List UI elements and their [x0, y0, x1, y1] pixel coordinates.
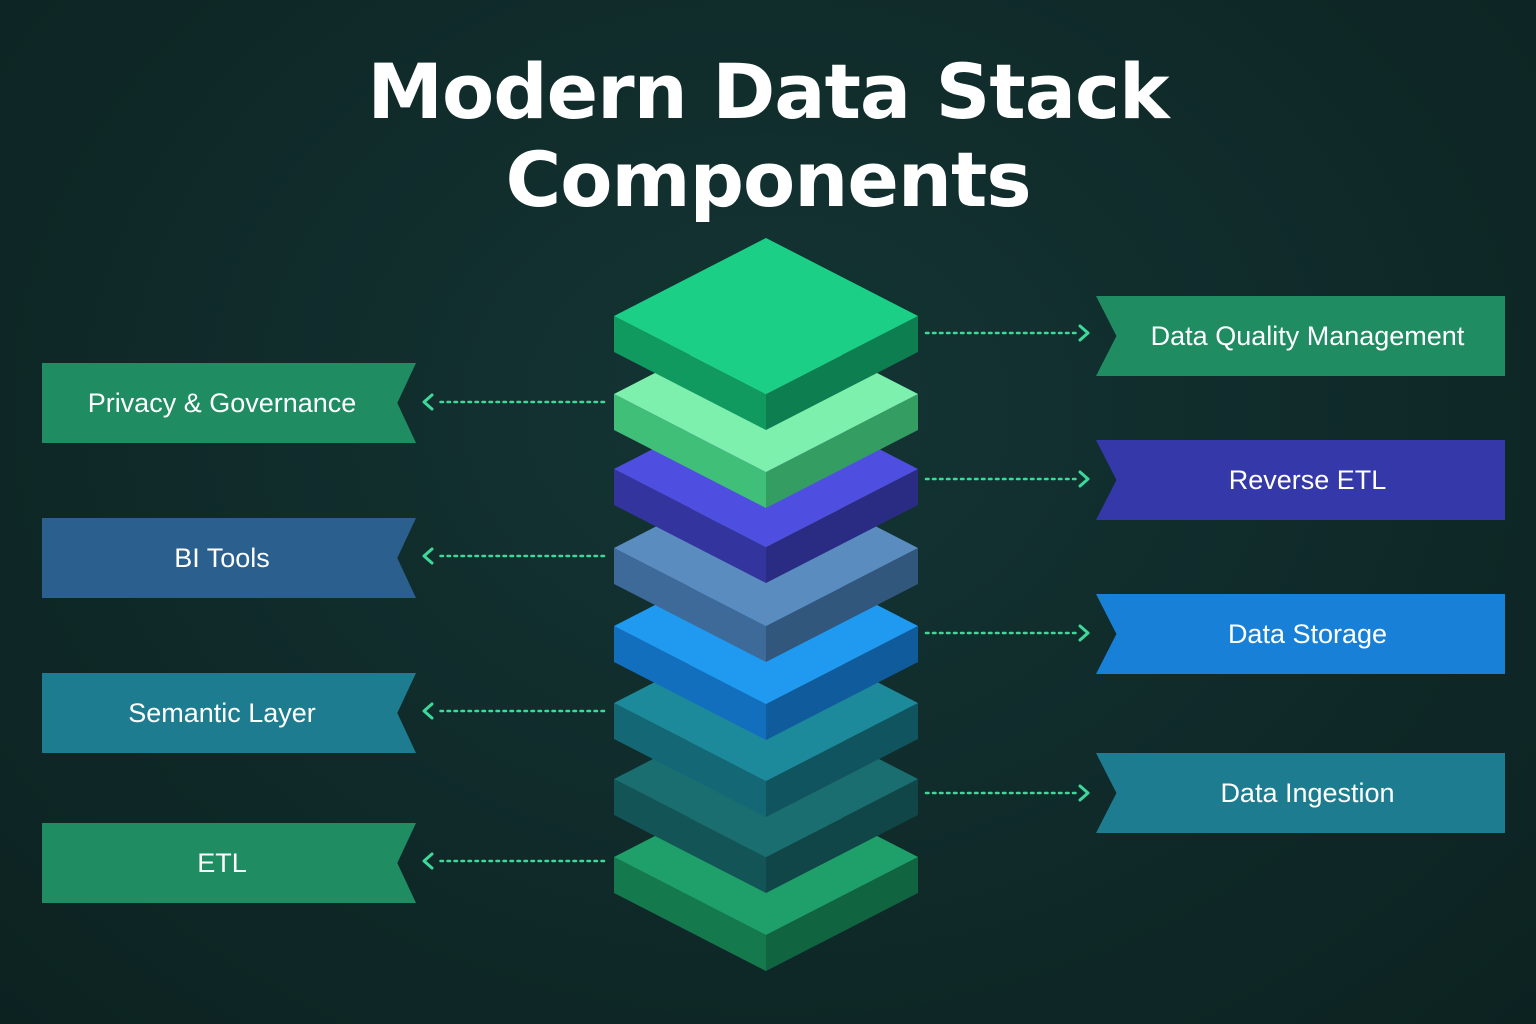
label-privacy-governance: Privacy & Governance — [42, 363, 416, 443]
arrow-right-icon — [1078, 470, 1090, 488]
title-line-2: Components — [505, 135, 1031, 224]
layer-right-face — [766, 394, 918, 508]
layer-top-face — [614, 238, 918, 394]
label-bi-tools: BI Tools — [42, 518, 416, 598]
layer-left-face — [614, 316, 766, 430]
label-data-quality-management: Data Quality Management — [1096, 296, 1505, 376]
layer-left-face — [614, 626, 766, 740]
layer-right-face — [766, 857, 918, 971]
layer-right-face — [766, 626, 918, 740]
layer-left-face — [614, 779, 766, 893]
arrow-right-icon — [1078, 324, 1090, 342]
label-reverse-etl: Reverse ETL — [1096, 440, 1505, 520]
arrow-left-icon — [422, 702, 434, 720]
arrow-left-icon — [422, 547, 434, 565]
arrow-left-icon — [422, 852, 434, 870]
layer-left-face — [614, 857, 766, 971]
label-data-ingestion: Data Ingestion — [1096, 753, 1505, 833]
layer-right-face — [766, 316, 918, 430]
layer-right-face — [766, 548, 918, 662]
layer-left-face — [614, 469, 766, 583]
label-semantic-layer: Semantic Layer — [42, 673, 416, 753]
stack-layer-1 — [614, 238, 918, 430]
layer-left-face — [614, 394, 766, 508]
label-data-storage: Data Storage — [1096, 594, 1505, 674]
arrow-right-icon — [1078, 784, 1090, 802]
layer-left-face — [614, 548, 766, 662]
title-line-1: Modern Data Stack — [367, 47, 1169, 136]
layer-right-face — [766, 469, 918, 583]
layer-right-face — [766, 779, 918, 893]
arrow-right-icon — [1078, 624, 1090, 642]
arrow-left-icon — [422, 393, 434, 411]
layer-right-face — [766, 703, 918, 817]
layer-left-face — [614, 703, 766, 817]
label-etl: ETL — [42, 823, 416, 903]
page-title: Modern Data Stack Components — [0, 48, 1536, 224]
